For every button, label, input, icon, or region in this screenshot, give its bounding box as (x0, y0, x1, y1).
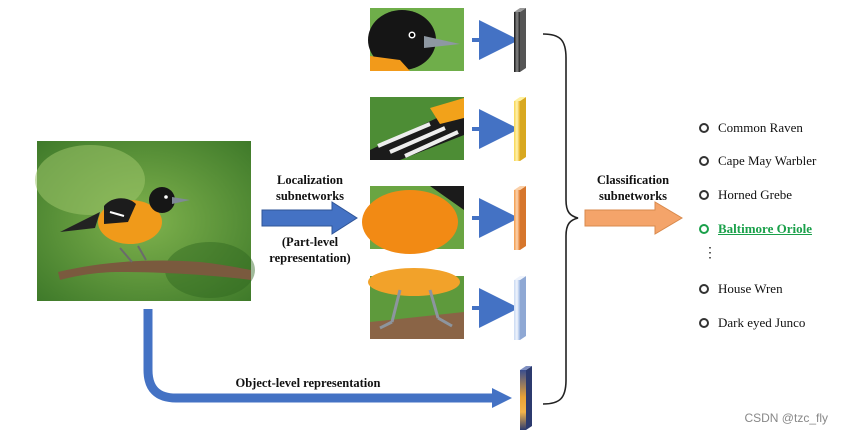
feature-vector-head (514, 8, 526, 72)
classification-label-line2: subnetworks (598, 189, 668, 203)
class-item: Dark eyed Junco (718, 315, 806, 330)
grouping-brace (542, 33, 579, 405)
classification-label-line1: Classification (596, 173, 670, 187)
class-item: Common Raven (718, 120, 803, 135)
class-item: Cape May Warbler (718, 153, 817, 168)
object-level-arrow (143, 309, 497, 403)
part-level-label: (Part-level representation) (252, 234, 368, 266)
feature-vectors (514, 8, 532, 430)
object-level-arrowhead (492, 388, 512, 408)
feature-vector-wing (514, 97, 526, 161)
classification-arrow (584, 201, 683, 235)
localization-label-line2: subnetworks (275, 189, 345, 203)
class-item: Baltimore Oriole (718, 221, 812, 236)
localization-label: Localization subnetworks (258, 172, 362, 204)
class-bullet (699, 318, 709, 328)
class-bullet (699, 284, 709, 294)
classification-label: Classification subnetworks (578, 172, 688, 204)
part-crop-legs (368, 268, 464, 339)
feature-vector-object (520, 366, 532, 430)
class-bullet (699, 190, 709, 200)
part-crop-breast (362, 186, 464, 254)
part-to-feature-arrows (472, 20, 519, 328)
part-crop-head (368, 8, 464, 71)
localization-label-line1: Localization (277, 173, 343, 187)
localization-arrow (261, 201, 358, 235)
part-level-label-line1: (Part-level (281, 235, 339, 249)
watermark: CSDN @tzc_fly (744, 411, 828, 425)
class-bullet (699, 123, 709, 133)
class-item: Horned Grebe (718, 187, 792, 202)
part-crop-wing (370, 97, 464, 160)
feature-vector-legs (514, 276, 526, 340)
class-list-ellipsis: ⋮ (703, 244, 717, 260)
class-item: House Wren (718, 281, 783, 296)
class-bullet (699, 224, 709, 234)
object-level-label: Object-level representation (235, 376, 381, 390)
feature-vector-breast (514, 186, 526, 250)
part-level-label-line2: representation) (269, 251, 351, 265)
main-bird-photo (35, 141, 255, 301)
class-bullet (699, 156, 709, 166)
